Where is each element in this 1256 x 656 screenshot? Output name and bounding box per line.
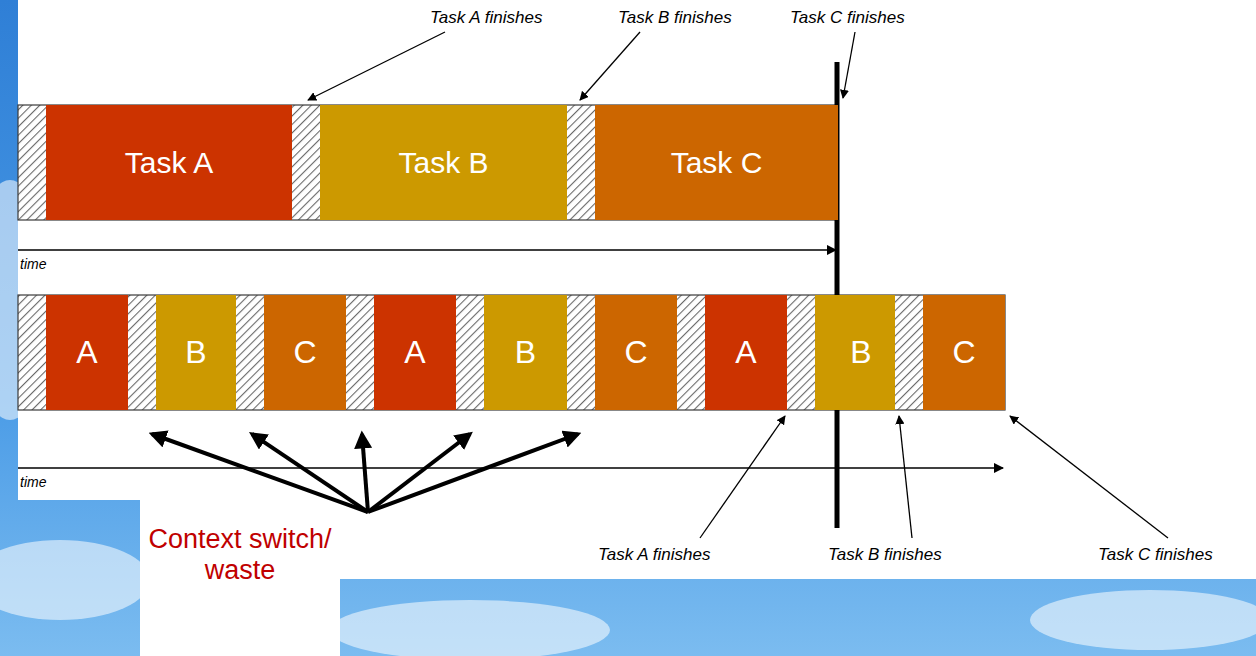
task-name: Task B bbox=[398, 146, 488, 179]
task-block: C bbox=[264, 295, 346, 410]
task-block: C bbox=[923, 295, 1005, 410]
caption-panel bbox=[140, 499, 340, 656]
task-name: C bbox=[624, 335, 647, 370]
task-name: A bbox=[735, 335, 756, 370]
axis-label: time bbox=[20, 256, 46, 272]
task-name: A bbox=[76, 335, 97, 370]
task-block: A bbox=[374, 295, 456, 410]
context-switch-hatch bbox=[18, 295, 923, 410]
task-name: B bbox=[515, 335, 536, 370]
task-block: B bbox=[484, 295, 567, 410]
task-block: A bbox=[46, 295, 128, 410]
finish-label: Task A finishes bbox=[598, 545, 710, 565]
leader-arrow bbox=[308, 32, 855, 100]
task-name: C bbox=[952, 335, 975, 370]
bar-outline bbox=[18, 295, 1005, 410]
task-name: Task A bbox=[125, 146, 213, 179]
task-block: Task A bbox=[46, 105, 292, 220]
callout-arrow bbox=[152, 434, 578, 512]
time-axis bbox=[18, 467, 1003, 469]
finish-label: Task C finishes bbox=[790, 8, 905, 28]
task-block: B bbox=[156, 295, 236, 410]
task-block: B bbox=[815, 295, 895, 410]
task-block: A bbox=[705, 295, 787, 410]
task-name: C bbox=[293, 335, 316, 370]
task-block: Task C bbox=[595, 105, 838, 220]
bar-outline bbox=[18, 105, 838, 220]
finish-label: Task C finishes bbox=[1098, 545, 1213, 565]
callout-caption: Context switch/ waste bbox=[142, 524, 338, 586]
task-name: B bbox=[850, 335, 871, 370]
task-block: Task B bbox=[320, 105, 567, 220]
task-name: Task C bbox=[671, 146, 763, 179]
context-switch-hatch bbox=[18, 105, 595, 220]
leader-arrow bbox=[700, 416, 1168, 538]
finish-label: Task B finishes bbox=[828, 545, 942, 565]
time-axis bbox=[18, 249, 836, 251]
task-name: B bbox=[185, 335, 206, 370]
task-name: A bbox=[404, 335, 425, 370]
task-block: C bbox=[595, 295, 677, 410]
white-panel bbox=[18, 0, 1256, 500]
axis-label: time bbox=[20, 474, 46, 490]
finish-label: Task B finishes bbox=[618, 8, 732, 28]
finish-label: Task A finishes bbox=[430, 8, 542, 28]
